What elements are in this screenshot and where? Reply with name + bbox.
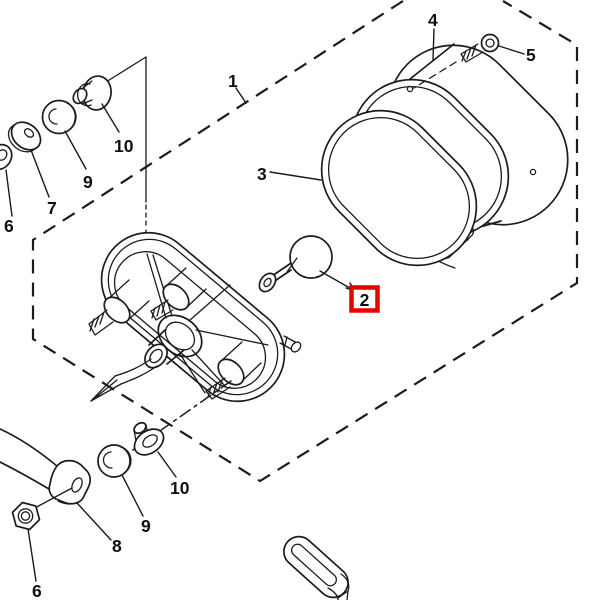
callout-5[interactable]: 5 <box>526 45 536 65</box>
wire-arrow-end <box>90 375 122 402</box>
callout-leaders <box>5 28 525 582</box>
top-fastener-stack <box>0 75 112 171</box>
callout-10-top[interactable]: 10 <box>114 136 134 156</box>
grommet-bottom <box>97 444 131 478</box>
mounting-axis-lines <box>105 56 147 263</box>
callout-4[interactable]: 4 <box>428 10 438 30</box>
callout-6-bottom[interactable]: 6 <box>32 581 42 600</box>
callout-7[interactable]: 7 <box>47 198 57 218</box>
callout-labels: 1 2 3 4 5 6 7 9 10 6 8 9 10 <box>4 10 536 600</box>
highlight-box[interactable] <box>349 285 380 313</box>
callout-2-selected[interactable]: 2 <box>360 290 370 310</box>
bracket <box>0 428 91 505</box>
washer <box>10 121 42 151</box>
nut-bottom <box>11 501 41 531</box>
assembly-boundary-dashed-outline <box>31 0 579 483</box>
callout-8[interactable]: 8 <box>112 536 122 556</box>
callout-1[interactable]: 1 <box>228 71 238 91</box>
callout-10-bottom[interactable]: 10 <box>170 478 190 498</box>
callout-9-bottom[interactable]: 9 <box>141 516 151 536</box>
screw <box>413 33 500 89</box>
seal-gasket-ring <box>320 109 478 267</box>
callout-9-top[interactable]: 9 <box>83 172 93 192</box>
bottom-fastener-group <box>0 421 165 531</box>
screw-hole-side <box>529 168 537 176</box>
screw-hole-top <box>406 85 414 93</box>
lower-mounting-axis <box>112 380 232 465</box>
callout-6-top[interactable]: 6 <box>4 216 14 236</box>
tail-light-body <box>88 231 302 403</box>
threaded-studs <box>88 299 302 400</box>
clip-bracket <box>283 535 350 600</box>
bulb <box>258 235 333 293</box>
wire-harness <box>90 358 158 402</box>
callout-3[interactable]: 3 <box>257 164 267 184</box>
